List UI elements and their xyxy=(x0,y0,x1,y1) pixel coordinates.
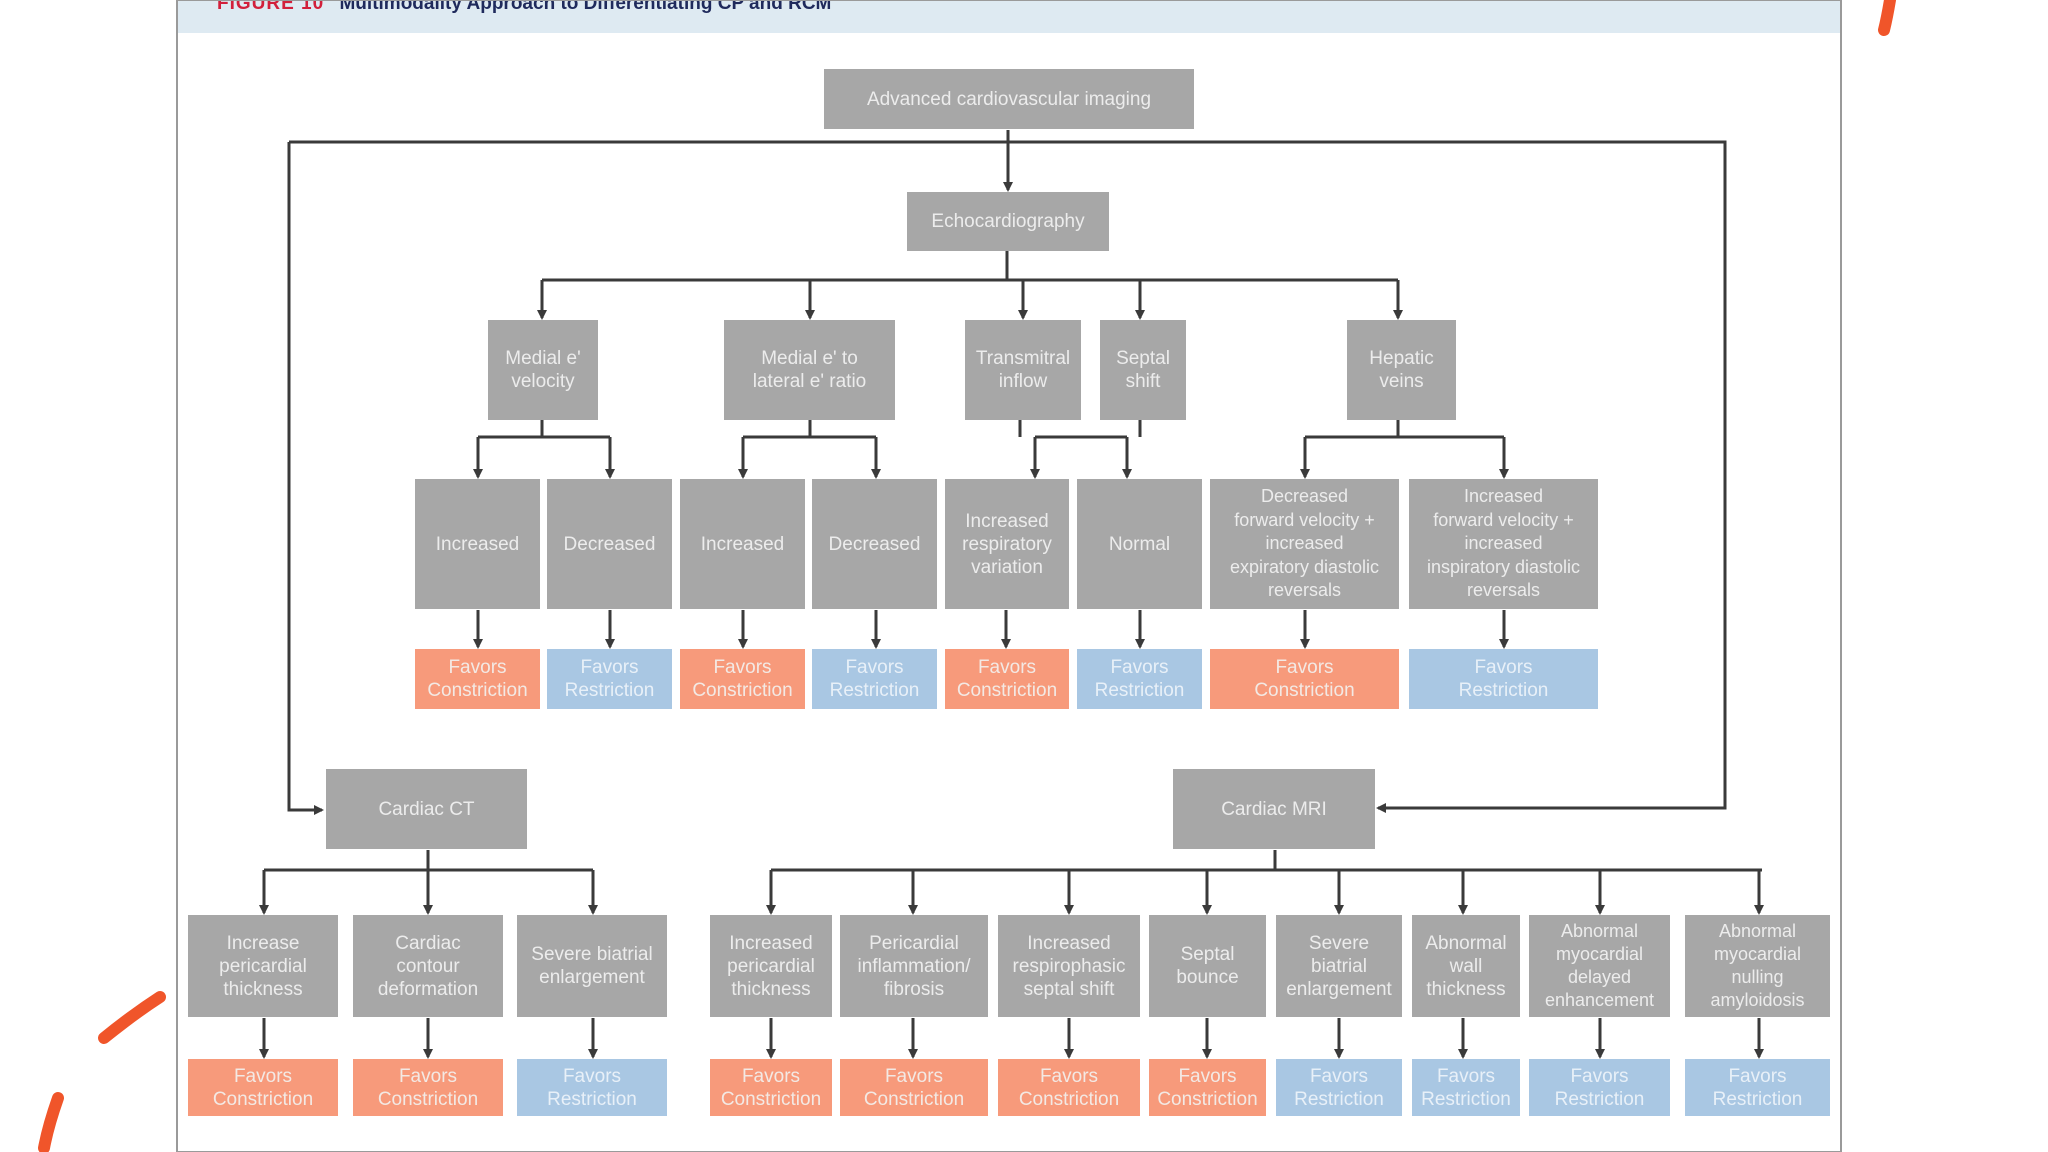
node-medial-e-velocity: Medial e' velocity xyxy=(488,320,598,420)
result-favors-constriction: Favors Constriction xyxy=(188,1059,338,1116)
connector-p34-bus xyxy=(1018,420,1142,439)
node-mri-finding: Septal bounce xyxy=(1149,915,1266,1017)
node-medial-lateral-ratio: Medial e' to lateral e' ratio xyxy=(724,320,895,420)
annotation-stroke-top-right xyxy=(1878,0,1896,36)
result-favors-restriction: Favors Restriction xyxy=(1412,1059,1520,1116)
node-mri-finding: Increased respirophasic septal shift xyxy=(998,915,1140,1017)
figure-label: FIGURE 10 xyxy=(217,0,325,14)
node-ct-finding: Cardiac contour deformation xyxy=(353,915,503,1017)
result-favors-restriction: Favors Restriction xyxy=(812,649,937,709)
result-favors-constriction: Favors Constriction xyxy=(840,1059,988,1116)
page-frame xyxy=(176,0,1842,1152)
annotation-stroke-left-lower xyxy=(38,1092,64,1152)
node-mri-finding: Abnormal myocardial nulling amyloidosis xyxy=(1685,915,1830,1017)
connector-p5-bus xyxy=(1305,420,1504,439)
node-echo-finding: Increased xyxy=(680,479,805,609)
node-mri-finding: Pericardial inflammation/ fibrosis xyxy=(840,915,988,1017)
result-favors-restriction: Favors Restriction xyxy=(1077,649,1202,709)
node-echo-finding: Normal xyxy=(1077,479,1202,609)
result-favors-constriction: Favors Constriction xyxy=(415,649,540,709)
node-echocardiography: Echocardiography xyxy=(907,192,1109,251)
figure-title-bar xyxy=(177,0,1841,33)
result-favors-constriction: Favors Constriction xyxy=(1149,1059,1266,1116)
result-favors-restriction: Favors Restriction xyxy=(517,1059,667,1116)
node-transmitral-inflow: Transmitral inflow xyxy=(965,320,1081,420)
node-cardiac-mri: Cardiac MRI xyxy=(1173,769,1375,849)
result-favors-constriction: Favors Constriction xyxy=(945,649,1069,709)
annotation-stroke-left-upper xyxy=(98,991,166,1044)
connector-p1-bus xyxy=(478,420,610,439)
result-favors-constriction: Favors Constriction xyxy=(998,1059,1140,1116)
connector-root-mri xyxy=(1008,140,1727,813)
node-echo-finding: Decreased xyxy=(812,479,937,609)
node-hepatic-veins: Hepatic veins xyxy=(1347,320,1456,420)
node-cardiac-ct: Cardiac CT xyxy=(326,769,527,849)
node-ct-finding: Increase pericardial thickness xyxy=(188,915,338,1017)
node-mri-finding: Abnormal myocardial delayed enhancement xyxy=(1529,915,1670,1017)
connector-echo-bus xyxy=(542,251,1398,282)
result-favors-constriction: Favors Constriction xyxy=(710,1059,832,1116)
node-mri-finding: Abnormal wall thickness xyxy=(1412,915,1520,1017)
node-mri-finding: Severe biatrial enlargement xyxy=(1276,915,1402,1017)
connector-p2-bus xyxy=(743,420,876,439)
node-echo-finding: Increased xyxy=(415,479,540,609)
node-echo-finding: Decreased forward velocity + increased e… xyxy=(1210,479,1399,609)
node-mri-finding: Increased pericardial thickness xyxy=(710,915,832,1017)
node-ct-finding: Severe biatrial enlargement xyxy=(517,915,667,1017)
node-advanced-imaging: Advanced cardiovascular imaging xyxy=(824,69,1194,129)
node-septal-shift: Septal shift xyxy=(1100,320,1186,420)
figure-title: Multimodality Approach to Differentiatin… xyxy=(339,0,832,14)
node-echo-finding: Increased respiratory variation xyxy=(945,479,1069,609)
result-favors-restriction: Favors Restriction xyxy=(1409,649,1598,709)
result-favors-constriction: Favors Constriction xyxy=(680,649,805,709)
connector-mri-bus xyxy=(771,850,1762,872)
result-favors-restriction: Favors Restriction xyxy=(1276,1059,1402,1116)
result-favors-constriction: Favors Constriction xyxy=(353,1059,503,1116)
result-favors-restriction: Favors Restriction xyxy=(1685,1059,1830,1116)
result-favors-restriction: Favors Restriction xyxy=(547,649,672,709)
result-favors-constriction: Favors Constriction xyxy=(1210,649,1399,709)
result-favors-restriction: Favors Restriction xyxy=(1529,1059,1670,1116)
figure-caption: FIGURE 10 Multimodality Approach to Diff… xyxy=(217,0,831,15)
node-echo-finding: Decreased xyxy=(547,479,672,609)
node-echo-finding: Increased forward velocity + increased i… xyxy=(1409,479,1598,609)
